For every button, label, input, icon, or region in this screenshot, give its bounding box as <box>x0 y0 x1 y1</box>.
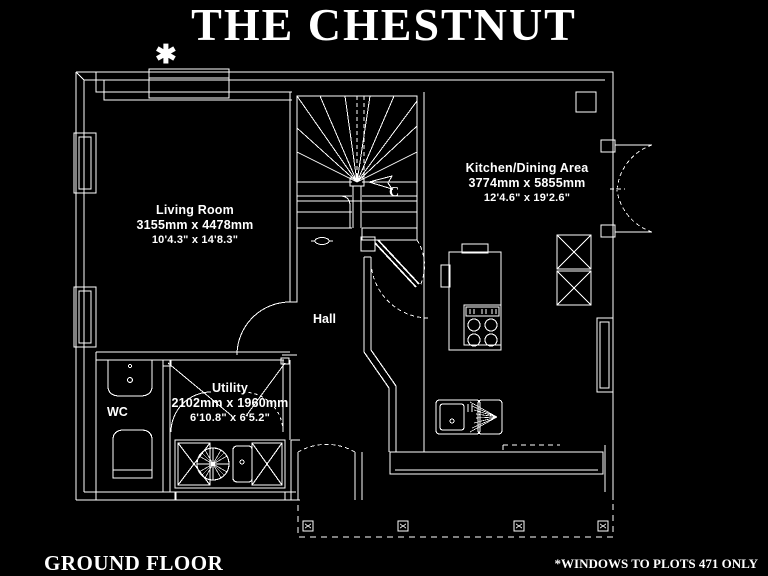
living-room-dim-mm: 3155mm x 4478mm <box>136 218 254 232</box>
window-top <box>148 68 230 99</box>
kitchen-worktop <box>389 451 604 475</box>
wall-cabinets <box>556 234 592 306</box>
utility-name: Utility <box>211 381 249 395</box>
kitchen-dining-dim-mm: 3774mm x 5855mm <box>468 176 586 190</box>
utility-dim-mm: 2102mm x 1960mm <box>171 396 289 410</box>
patio-markers <box>302 520 609 532</box>
kitchen-dining-dim-ft: 12'4.6" x 19'2.6" <box>483 192 571 204</box>
staircase <box>296 95 418 245</box>
room-label-wc: WC <box>107 405 128 419</box>
wc-basin <box>107 359 153 397</box>
living-room-name: Living Room <box>156 203 234 217</box>
french-doors <box>600 139 653 238</box>
kitchen-dining-name: Kitchen/Dining Area <box>465 161 589 175</box>
window-right-kitchen <box>596 317 614 393</box>
window-left-upper <box>73 132 97 194</box>
room-label-hall: Hall <box>313 312 336 326</box>
living-room-dim-ft: 10'4.3" x 14'8.3" <box>151 234 239 246</box>
cupboard-label: C <box>389 185 400 200</box>
window-left-lower <box>73 286 97 348</box>
floor-label: GROUND FLOOR <box>44 551 224 575</box>
utility-units <box>174 439 286 489</box>
room-label-utility: Utility 2102mm x 1960mm 6'10.8" x 6'5.2" <box>135 381 325 425</box>
room-label-kitchen-dining: Kitchen/Dining Area 3774mm x 5855mm 12'4… <box>427 161 627 205</box>
asterisk-marker: ✱ <box>155 40 177 69</box>
room-label-living-room: Living Room 3155mm x 4478mm 10'4.3" x 14… <box>105 203 285 247</box>
kitchen-sink <box>435 399 503 435</box>
wc-toilet <box>112 429 153 479</box>
utility-leaders <box>162 357 290 417</box>
kitchen-island <box>440 243 502 351</box>
utility-dim-ft: 6'10.8" x 6'5.2" <box>189 412 271 424</box>
windows-note: *WINDOWS TO PLOTS 471 ONLY <box>554 556 758 571</box>
page-title: THE CHESTNUT <box>191 0 577 50</box>
patio-outline <box>297 461 614 538</box>
